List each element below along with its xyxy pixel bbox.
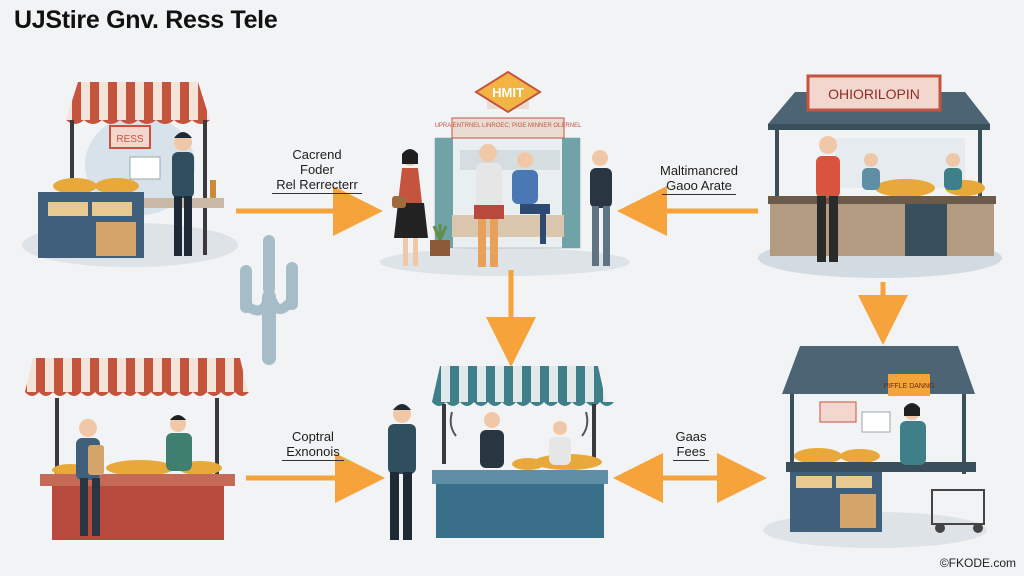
stall-sign-text: PIFFLE DANNG: [884, 383, 935, 390]
stall-sign-text: OHIORILOPIN: [828, 86, 920, 102]
label-line-underlined: Fees: [672, 444, 710, 461]
label-line: Gaas: [675, 429, 707, 444]
stall-top-left: RESS: [22, 82, 238, 267]
label-bottom-left-arrow: Coptral Exnonois: [258, 429, 368, 461]
stall-sign-text: RESS: [116, 134, 144, 145]
label-line: Fees: [636, 444, 746, 461]
label-line-underlined: Exnonois: [282, 444, 344, 461]
stall-sign-text: UPRA ENTRNEL LINROEC; PIGE MINNER OLERNE…: [435, 123, 582, 129]
label-line: Foder: [300, 162, 334, 177]
label-line-underlined: Gaoo Arate: [662, 178, 736, 195]
label-line: Cacrend: [292, 147, 342, 162]
stall-bottom-right: PIFFLE DANNG: [763, 346, 987, 548]
stall-bottom-center: [388, 366, 614, 540]
label-line: Exnonois: [258, 444, 368, 461]
label-line: Maltimancred: [659, 163, 739, 178]
label-line: Rel Rerrecterr: [262, 177, 372, 194]
stall-logo: HMIT: [492, 85, 524, 100]
credit-text: ©FKODE.com: [939, 556, 1016, 570]
label-line: Coptral: [292, 429, 334, 444]
label-line: Gaoo Arate: [640, 178, 758, 195]
flow-arrows: [236, 186, 908, 503]
label-line-underlined: Rel Rerrecterr: [272, 177, 362, 194]
label-bottom-right-arrow: Gaas Fees: [636, 429, 746, 461]
cactus-decoration: [240, 235, 298, 365]
label-top-left-arrow: Cacrend Foder Rel Rerrecterr: [262, 147, 372, 194]
stall-top-right: OHIORILOPIN: [758, 74, 1002, 278]
stall-top-center: UPRA ENTRNEL LINROEC; PIGE MINNER OLERNE…: [380, 70, 630, 276]
label-top-right-arrow: Maltimancred Gaoo Arate: [640, 163, 758, 195]
stall-bottom-left: [25, 358, 249, 540]
diagram-title: UJStire Gnv. Ress Tele: [14, 6, 278, 34]
